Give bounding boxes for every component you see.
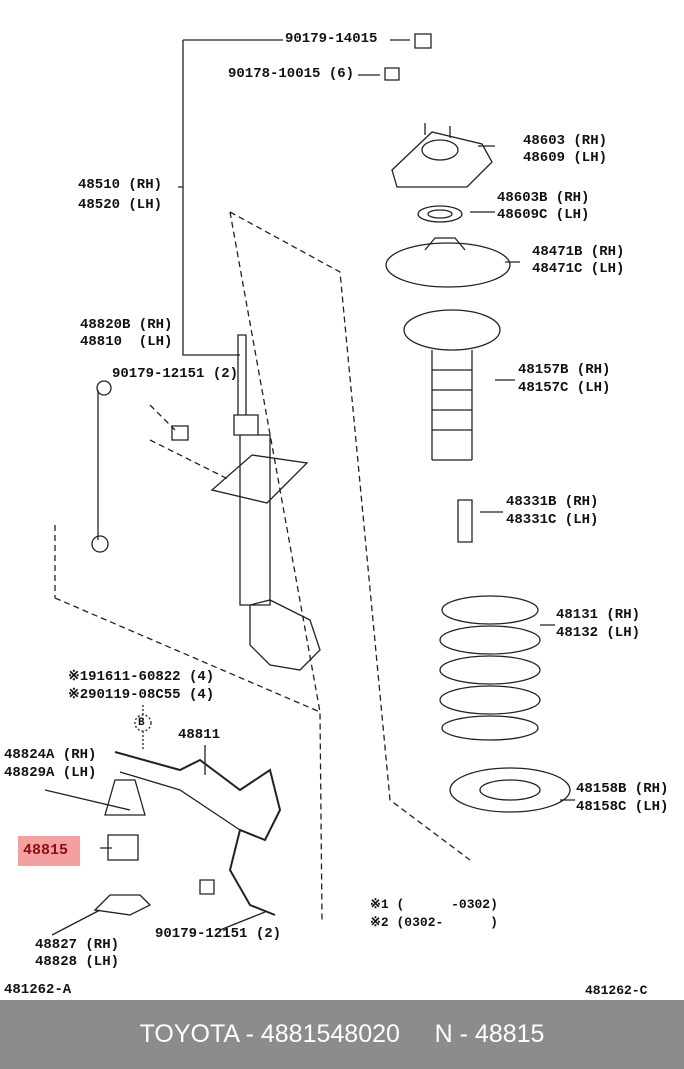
part-label[interactable]: 48158C (LH) [576,799,669,815]
part-label[interactable]: 48510 (RH) [78,177,163,193]
part-label[interactable]: 48820B (RH) [80,317,173,333]
part-label[interactable]: 48471C (LH) [532,261,625,277]
part-label[interactable]: 48520 (LH) [78,197,163,213]
part-label[interactable]: 48827 (RH) [35,937,120,953]
part-label[interactable]: 48132 (LH) [556,625,641,641]
part-label[interactable]: 48609C (LH) [497,207,590,223]
part-label[interactable]: 48158B (RH) [576,781,669,797]
part-label[interactable]: 48603B (RH) [497,190,590,206]
part-label[interactable]: 48471B (RH) [532,244,625,260]
part-label[interactable]: ※191611-60822 (4) [68,669,215,685]
parts-diagram [44,33,575,936]
part-label[interactable]: 48331B (RH) [506,494,599,510]
part-label[interactable]: 90179-12151 (2) [112,366,239,382]
highlighted-part-label: 48815 [23,842,69,859]
callout-b: B [138,717,145,729]
part-label[interactable]: 48603 (RH) [523,133,608,149]
diagram-ref-a: 481262-A [4,982,72,998]
part-label[interactable]: 48157B (RH) [518,362,611,378]
footer-part-number: TOYOTA - 4881548020 N - 48815 [0,1000,684,1069]
note-1: ※1 ( -0302) [370,897,498,912]
diagram-ref-c: 481262-C [585,983,648,998]
highlighted-part[interactable]: 48815 [18,836,80,866]
part-label[interactable]: 48828 (LH) [35,954,120,970]
part-label[interactable]: 48131 (RH) [556,607,641,623]
part-label[interactable]: 48331C (LH) [506,512,599,528]
part-label[interactable]: ※290119-08C55 (4) [68,687,215,703]
part-label[interactable]: 48810 (LH) [80,334,173,350]
part-label[interactable]: 48157C (LH) [518,380,611,396]
part-label[interactable]: 90178-10015 (6) [228,66,355,82]
note-2: ※2 (0302- ) [370,915,498,930]
part-label[interactable]: 48829A (LH) [4,765,97,781]
part-label[interactable]: 48811 [178,727,221,743]
part-label[interactable]: 90179-12151 (2) [155,926,282,942]
part-label[interactable]: 48609 (LH) [523,150,608,166]
part-label[interactable]: 48824A (RH) [4,747,97,763]
part-label[interactable]: 90179-14015 [285,31,378,47]
